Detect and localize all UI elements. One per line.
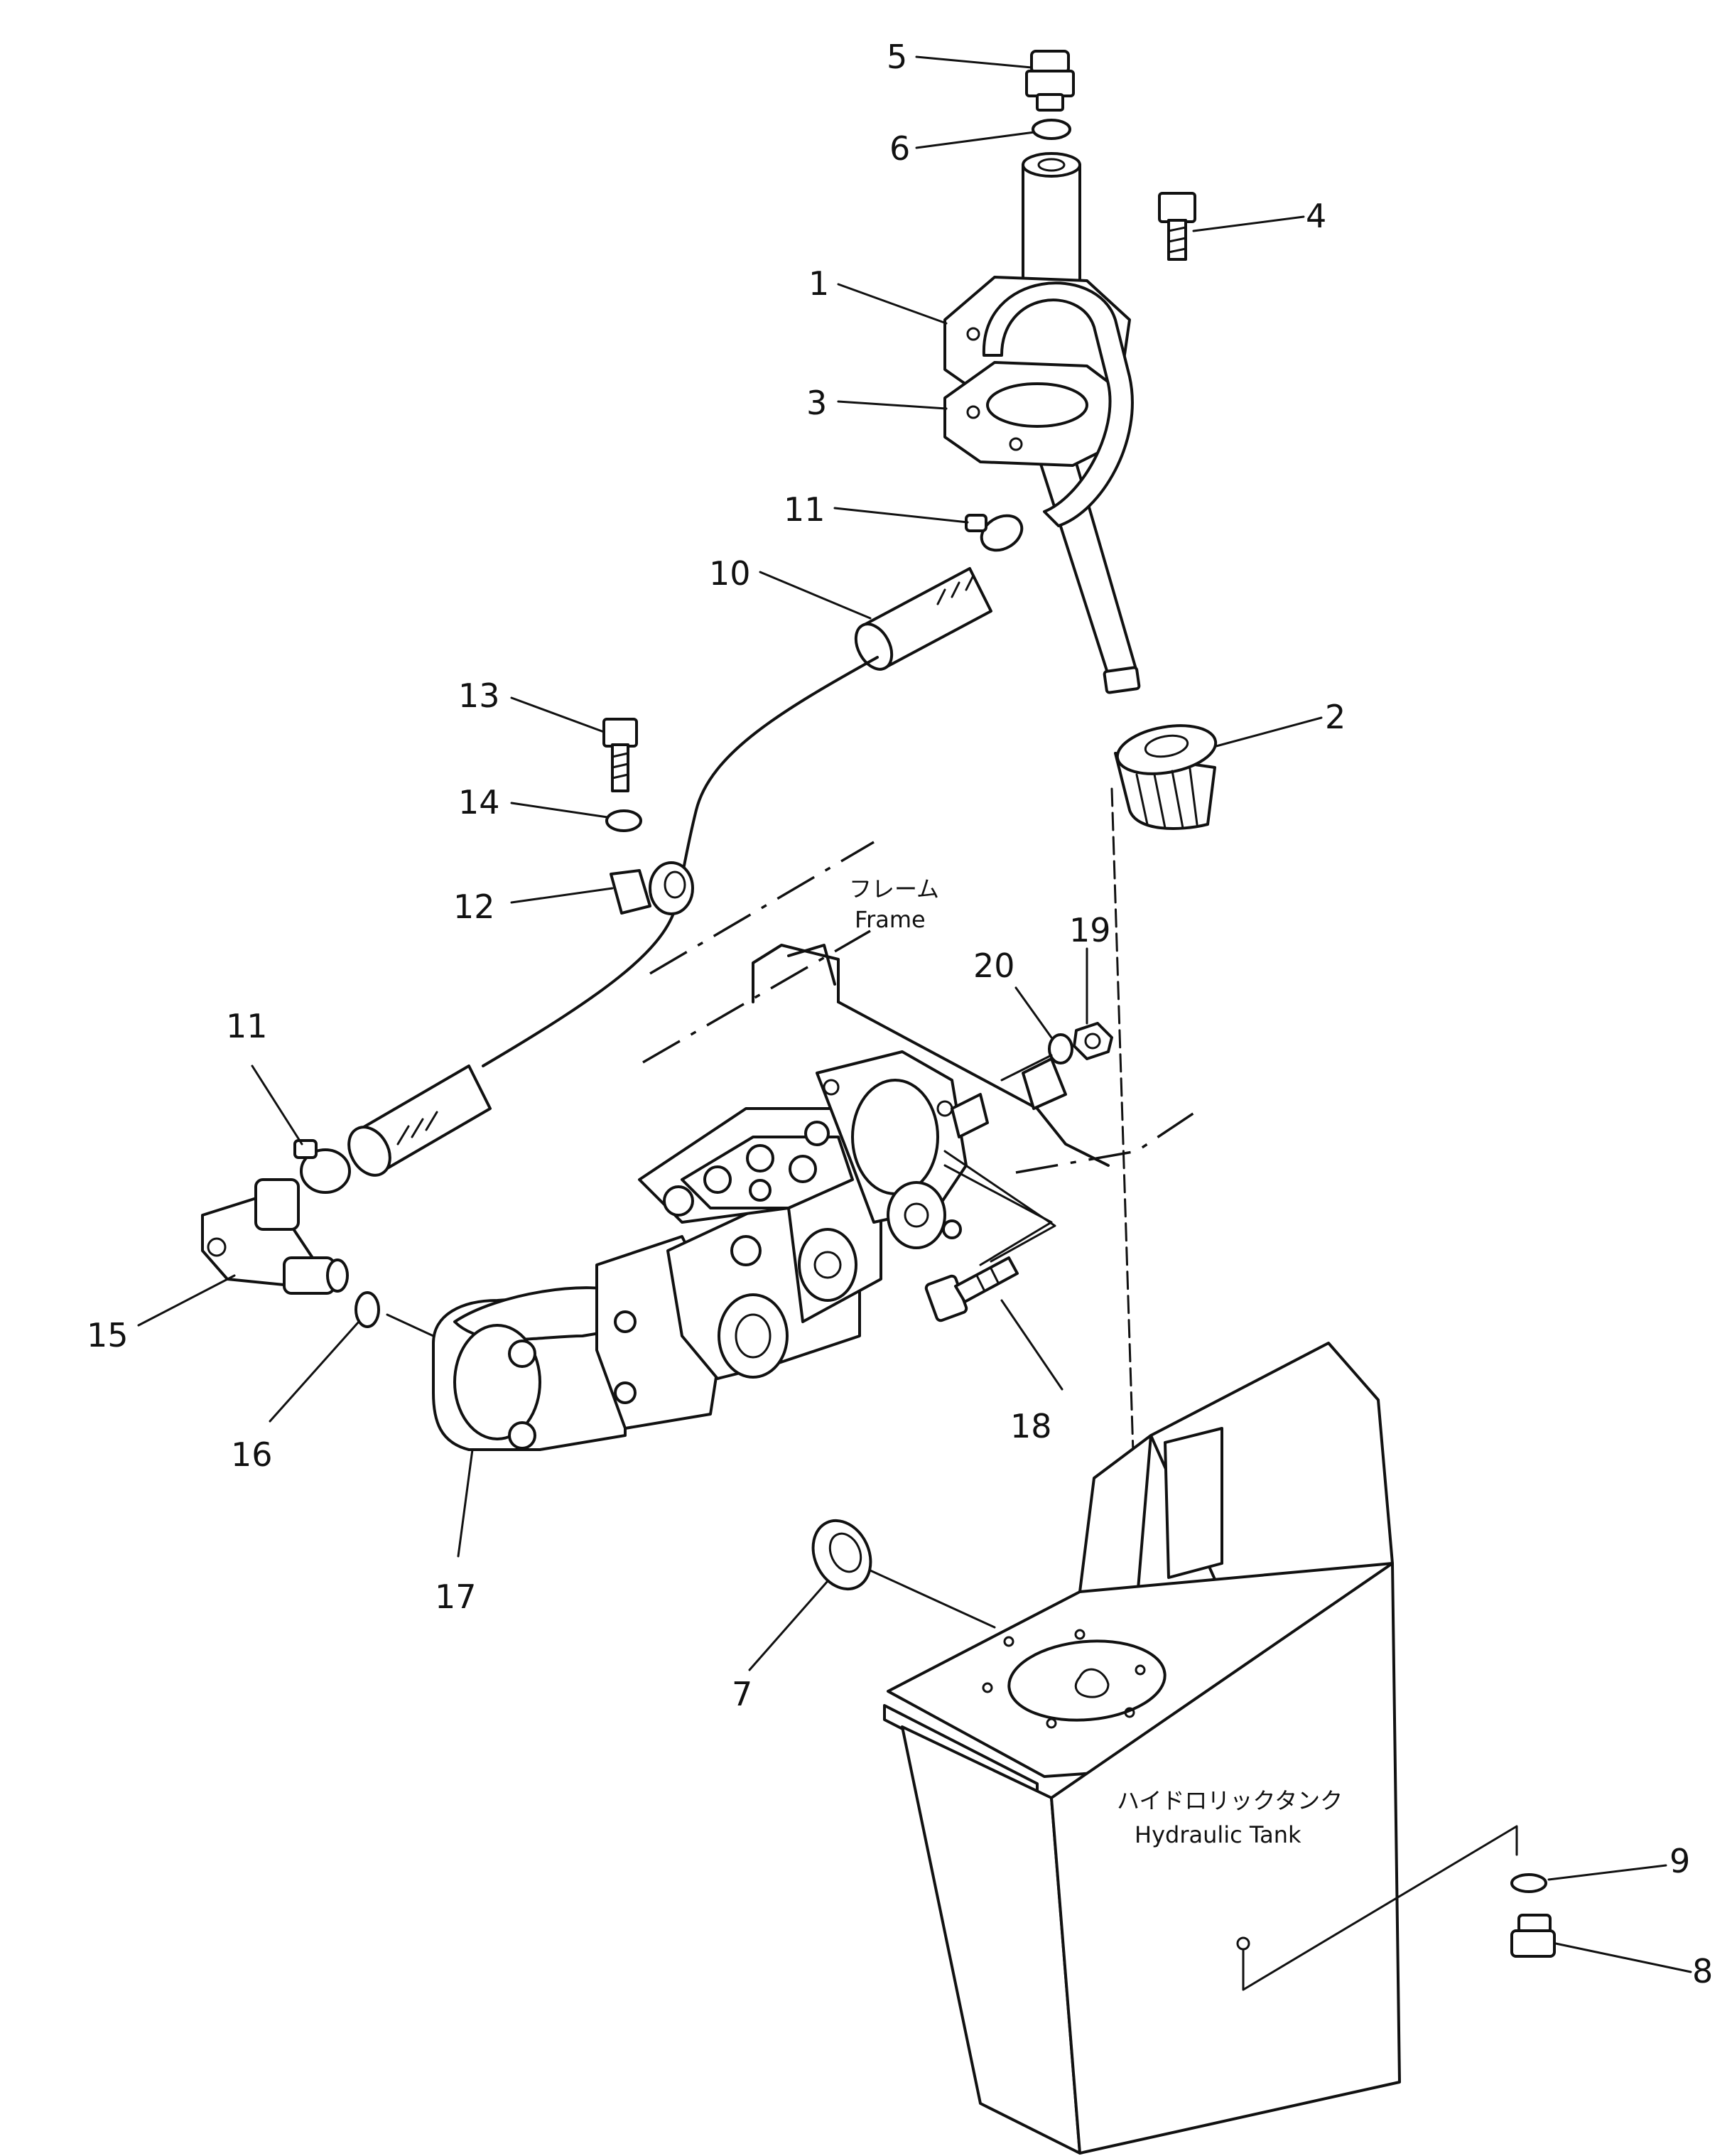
callout-6: 6 xyxy=(889,129,910,168)
callout-19: 19 xyxy=(1069,911,1111,949)
frame-label-en: Frame xyxy=(855,906,926,933)
suction-line xyxy=(482,656,879,1067)
callout-7: 7 xyxy=(732,1675,752,1713)
bolt-guide-line xyxy=(943,1164,1053,1266)
bolt-13 xyxy=(602,718,638,792)
o-ring-9 xyxy=(1510,1873,1547,1893)
o-ring-16 xyxy=(354,1291,380,1328)
frame-label-jp: フレーム xyxy=(849,875,939,902)
washer-14 xyxy=(605,809,642,832)
callout-16: 16 xyxy=(231,1435,273,1474)
callout-11-lower: 11 xyxy=(226,1007,268,1045)
bolt-18 xyxy=(924,1256,1019,1322)
hydraulic-pump-17 xyxy=(432,1050,989,1451)
callout-3: 3 xyxy=(806,384,827,422)
callout-8: 8 xyxy=(1692,1952,1713,1990)
callout-13: 13 xyxy=(458,677,500,715)
callout-15: 15 xyxy=(87,1316,129,1354)
clamp-11-top xyxy=(965,514,1024,552)
callout-18: 18 xyxy=(1010,1407,1052,1445)
bolt-4 xyxy=(1158,192,1196,261)
elbow-15 xyxy=(201,1178,349,1295)
stud-line xyxy=(1000,1054,1053,1082)
strainer-2 xyxy=(1114,724,1218,830)
tank-label-en: Hydraulic Tank xyxy=(1135,1821,1301,1848)
clip-12 xyxy=(610,861,694,915)
clamp-11-lower xyxy=(293,1139,351,1194)
washer-20 xyxy=(1048,1033,1073,1064)
callout-14: 14 xyxy=(458,783,500,821)
callout-4: 4 xyxy=(1306,197,1326,235)
frame-outline xyxy=(642,841,1201,1174)
gasket-3 xyxy=(943,361,1131,467)
drain-plug-8 xyxy=(1510,1914,1556,1958)
cover-7 xyxy=(811,1519,996,1629)
callout-5: 5 xyxy=(887,38,907,76)
callout-9: 9 xyxy=(1669,1842,1690,1880)
callout-labels: 5 6 4 1 3 11 10 2 13 14 12 19 20 11 15 1… xyxy=(87,38,1713,1990)
o-ring-6 xyxy=(1032,119,1071,140)
plug-5 xyxy=(1025,50,1075,112)
leader-lines xyxy=(137,55,1692,1973)
nut-19 xyxy=(1073,1022,1113,1060)
callout-12: 12 xyxy=(453,888,495,926)
tank-label-jp: ハイドロリックタンク xyxy=(1117,1787,1343,1814)
breather-pipe xyxy=(982,281,1134,527)
hydraulic-tank xyxy=(883,1342,1518,2155)
mount-bracket xyxy=(1022,1057,1067,1110)
callout-1: 1 xyxy=(808,264,829,303)
captions: フレーム Frame ハイドロリックタンク Hydraulic Tank xyxy=(849,875,1343,1848)
callout-17: 17 xyxy=(435,1578,477,1616)
callout-20: 20 xyxy=(973,947,1015,985)
hose-lower xyxy=(347,1064,492,1177)
hose-10 xyxy=(854,567,992,671)
callout-11-top: 11 xyxy=(784,490,826,529)
callout-2: 2 xyxy=(1325,698,1346,736)
callout-10: 10 xyxy=(709,554,751,593)
